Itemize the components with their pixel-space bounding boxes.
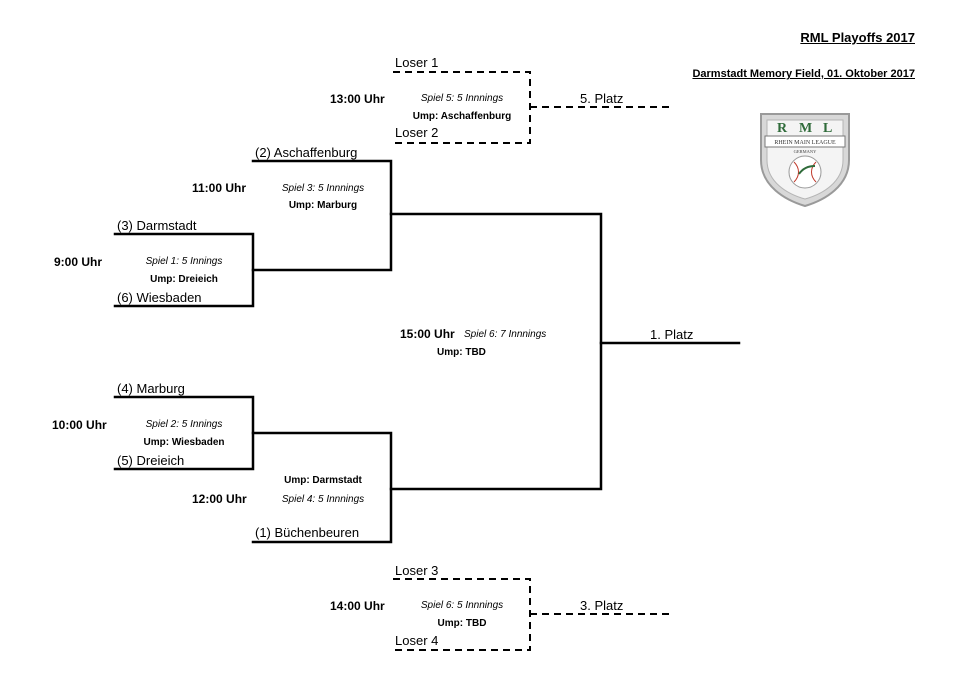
venue-date: Darmstadt Memory Field, 01. Oktober 2017 [692, 68, 915, 80]
loser-4: Loser 4 [395, 633, 439, 648]
logo-letter-r: R [777, 121, 788, 136]
game2-time: 10:00 Uhr [52, 418, 107, 432]
game1-time: 9:00 Uhr [54, 255, 103, 269]
bracket-line-game3 [251, 159, 393, 272]
page-title: RML Playoffs 2017 [800, 30, 915, 45]
game3-label: Spiel 3: 5 Innnings [281, 183, 365, 194]
loser-2: Loser 2 [395, 125, 439, 140]
third-game-umpire: Ump: TBD [437, 618, 487, 629]
logo-letter-l: L [823, 121, 832, 136]
final-umpire: Ump: TBD [437, 347, 486, 358]
bracket-line-final [389, 212, 603, 491]
game4-label: Spiel 4: 5 Innnings [281, 494, 365, 505]
bracket-line-game4 [251, 431, 393, 544]
team-aschaffenburg: (2) Aschaffenburg [255, 145, 358, 160]
third-game-time: 14:00 Uhr [330, 599, 385, 613]
game5-umpire: Ump: Aschaffenburg [412, 111, 512, 122]
game5-label: Spiel 5: 5 Innnings [420, 93, 504, 104]
game3-time: 11:00 Uhr [192, 181, 247, 195]
game4-umpire: Ump: Darmstadt [284, 475, 362, 486]
team-buechenbeuren: (1) Büchenbeuren [255, 525, 360, 540]
final-label: Spiel 6: 7 Innnings [464, 329, 547, 340]
logo-letter-m: M [799, 121, 812, 136]
loser-1: Loser 1 [395, 55, 439, 70]
game3-umpire: Ump: Marburg [288, 200, 358, 211]
logo-band-text: RHEIN MAIN LEAGUE [774, 140, 836, 146]
third-game-label: Spiel 6: 5 Innnings [420, 600, 504, 611]
logo-sub-text: GERMANY [794, 149, 818, 154]
final-time: 15:00 Uhr [400, 327, 455, 341]
game2-umpire: Ump: Wiesbaden [143, 437, 225, 448]
game5-time: 13:00 Uhr [330, 92, 385, 106]
rml-logo: R M L RHEIN MAIN LEAGUE GERMANY [760, 113, 850, 208]
team-marburg: (4) Marburg [117, 381, 185, 396]
fifth-place-label: 5. Platz [580, 91, 624, 106]
baseball-icon [788, 155, 822, 189]
team-darmstadt: (3) Darmstadt [117, 218, 197, 233]
first-place-label: 1. Platz [650, 327, 694, 342]
game2-label: Spiel 2: 5 Innings [145, 419, 223, 430]
third-place-label: 3. Platz [580, 598, 624, 613]
loser-3: Loser 3 [395, 563, 439, 578]
game1-label: Spiel 1: 5 Innings [145, 256, 223, 267]
team-wiesbaden: (6) Wiesbaden [117, 290, 202, 305]
game1-umpire: Ump: Dreieich [150, 274, 218, 285]
game4-time: 12:00 Uhr [192, 492, 247, 506]
team-dreieich: (5) Dreieich [117, 453, 185, 468]
